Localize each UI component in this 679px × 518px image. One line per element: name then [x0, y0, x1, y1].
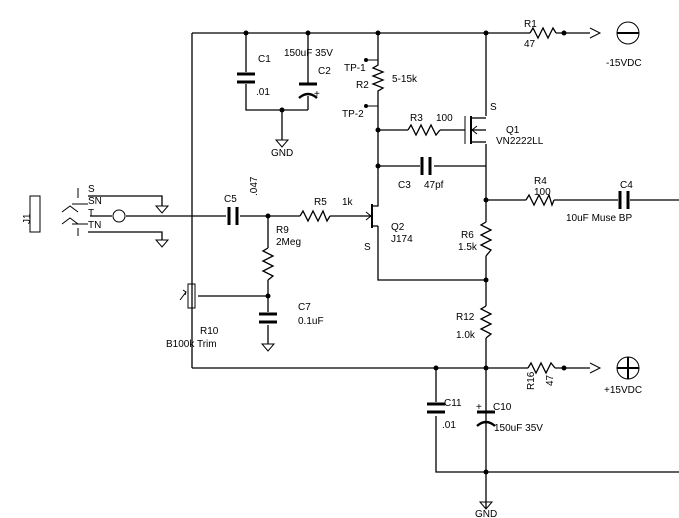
c10-plus: + — [476, 402, 482, 413]
c3-ref: C3 — [398, 180, 411, 191]
q2-ref: Q2 — [391, 222, 405, 233]
c7-ref: C7 — [298, 302, 311, 313]
j1-pin-s: S — [88, 184, 95, 195]
r2-value: 5-15k — [392, 74, 418, 85]
tp1-label: TP-1 — [344, 63, 366, 74]
capacitor-c3: C3 47pf — [398, 157, 444, 191]
r3-value: 100 — [436, 113, 453, 124]
capacitor-c10: + C10 150uF 35V — [476, 402, 543, 434]
r4-value: 100 — [534, 187, 551, 198]
resistor-r4: R4 100 — [525, 176, 555, 207]
c2-ref: C2 — [318, 66, 331, 77]
tp2-label: TP-2 — [342, 109, 364, 120]
j1-pin-sn: SN — [88, 196, 102, 207]
capacitor-c11: C11 .01 — [427, 398, 462, 431]
c5-value: .047 — [249, 176, 260, 196]
test-point-tp2: TP-2 — [342, 104, 378, 120]
c4-value: 10uF Muse BP — [566, 213, 632, 224]
r12-ref: R12 — [456, 312, 475, 323]
c1-value: .01 — [256, 87, 270, 98]
r5-value: 1k — [342, 197, 354, 208]
positive-supply-icon: +15VDC — [589, 356, 642, 396]
ground-bottom-icon: GND — [475, 501, 497, 518]
j1-pin-tn: TN — [88, 220, 101, 231]
resistor-r12: R12 1.0k — [456, 305, 493, 341]
capacitor-c5: C5 .047 — [224, 176, 260, 225]
q2-value: J174 — [391, 234, 413, 245]
resistor-r16: R16 47 — [526, 361, 556, 390]
chassis-ground-icon — [154, 205, 170, 248]
mosfet-q1: S Q1 VN2222LL — [464, 102, 544, 147]
r10-ref: R10 — [200, 326, 219, 337]
c10-ref: C10 — [493, 402, 512, 413]
resistor-r2: R2 5-15k — [356, 60, 418, 94]
r12-value: 1.0k — [456, 330, 476, 341]
c2-plus: + — [314, 89, 320, 100]
resistor-r3: R3 100 — [407, 113, 453, 137]
j1-label: J1 — [22, 213, 33, 224]
junction-dots — [243, 30, 567, 475]
q1-ref: Q1 — [506, 125, 520, 136]
r9-value: 2Meg — [276, 237, 301, 248]
r16-value: 47 — [545, 374, 556, 386]
gnd-bottom-label: GND — [475, 509, 497, 518]
r5-ref: R5 — [314, 197, 327, 208]
resistor-r5: R5 1k — [299, 197, 354, 223]
c10-value: 150uF 35V — [494, 423, 543, 434]
neg-supply-label: -15VDC — [606, 58, 642, 69]
resistor-r9: R9 2Meg — [261, 225, 301, 281]
capacitor-c1: C1 .01 — [237, 54, 271, 98]
q1-value: VN2222LL — [496, 136, 544, 147]
j1-jack: J1 S SN T TN — [22, 184, 126, 236]
c7-value: 0.1uF — [298, 316, 324, 327]
resistor-r6: R6 1.5k — [458, 221, 493, 257]
test-point-tp1: TP-1 — [344, 58, 378, 74]
c2-value: 150uF 35V — [284, 48, 333, 59]
c5-ref: C5 — [224, 194, 237, 205]
c11-value: .01 — [442, 420, 456, 431]
c1-ref: C1 — [258, 54, 271, 65]
negative-supply-icon: -15VDC — [589, 21, 642, 69]
r9-ref: R9 — [276, 225, 289, 236]
r2-ref: R2 — [356, 80, 369, 91]
gnd-top-label: GND — [271, 148, 293, 159]
r4-ref: R4 — [534, 176, 547, 187]
r1-ref: R1 — [524, 19, 537, 30]
capacitor-c7: C7 0.1uF — [259, 302, 324, 327]
j1-pin-t: T — [88, 208, 94, 219]
c11-ref: C11 — [444, 398, 462, 409]
resistor-r1: R1 47 — [524, 19, 557, 50]
trimmer-r10: R10 B100k Trim — [166, 283, 219, 350]
capacitor-c4: C4 10uF Muse BP — [566, 180, 633, 224]
r6-ref: R6 — [461, 230, 474, 241]
r6-value: 1.5k — [458, 242, 478, 253]
c3-value: 47pf — [424, 180, 444, 191]
q1-pin-s: S — [490, 102, 497, 113]
r1-value: 47 — [524, 39, 536, 50]
ground-c7-icon — [260, 343, 276, 352]
r10-value: B100k Trim — [166, 339, 217, 350]
wires — [88, 32, 679, 508]
capacitor-c2: + C2 150uF 35V — [284, 48, 333, 100]
q2-pin-s: S — [364, 242, 371, 253]
c4-ref: C4 — [620, 180, 633, 191]
jfet-q2: Q2 J174 S — [360, 197, 413, 253]
pos-supply-label: +15VDC — [604, 385, 642, 396]
ground-top-icon: GND — [271, 139, 293, 159]
r3-ref: R3 — [410, 113, 423, 124]
r16-ref: R16 — [526, 371, 537, 390]
